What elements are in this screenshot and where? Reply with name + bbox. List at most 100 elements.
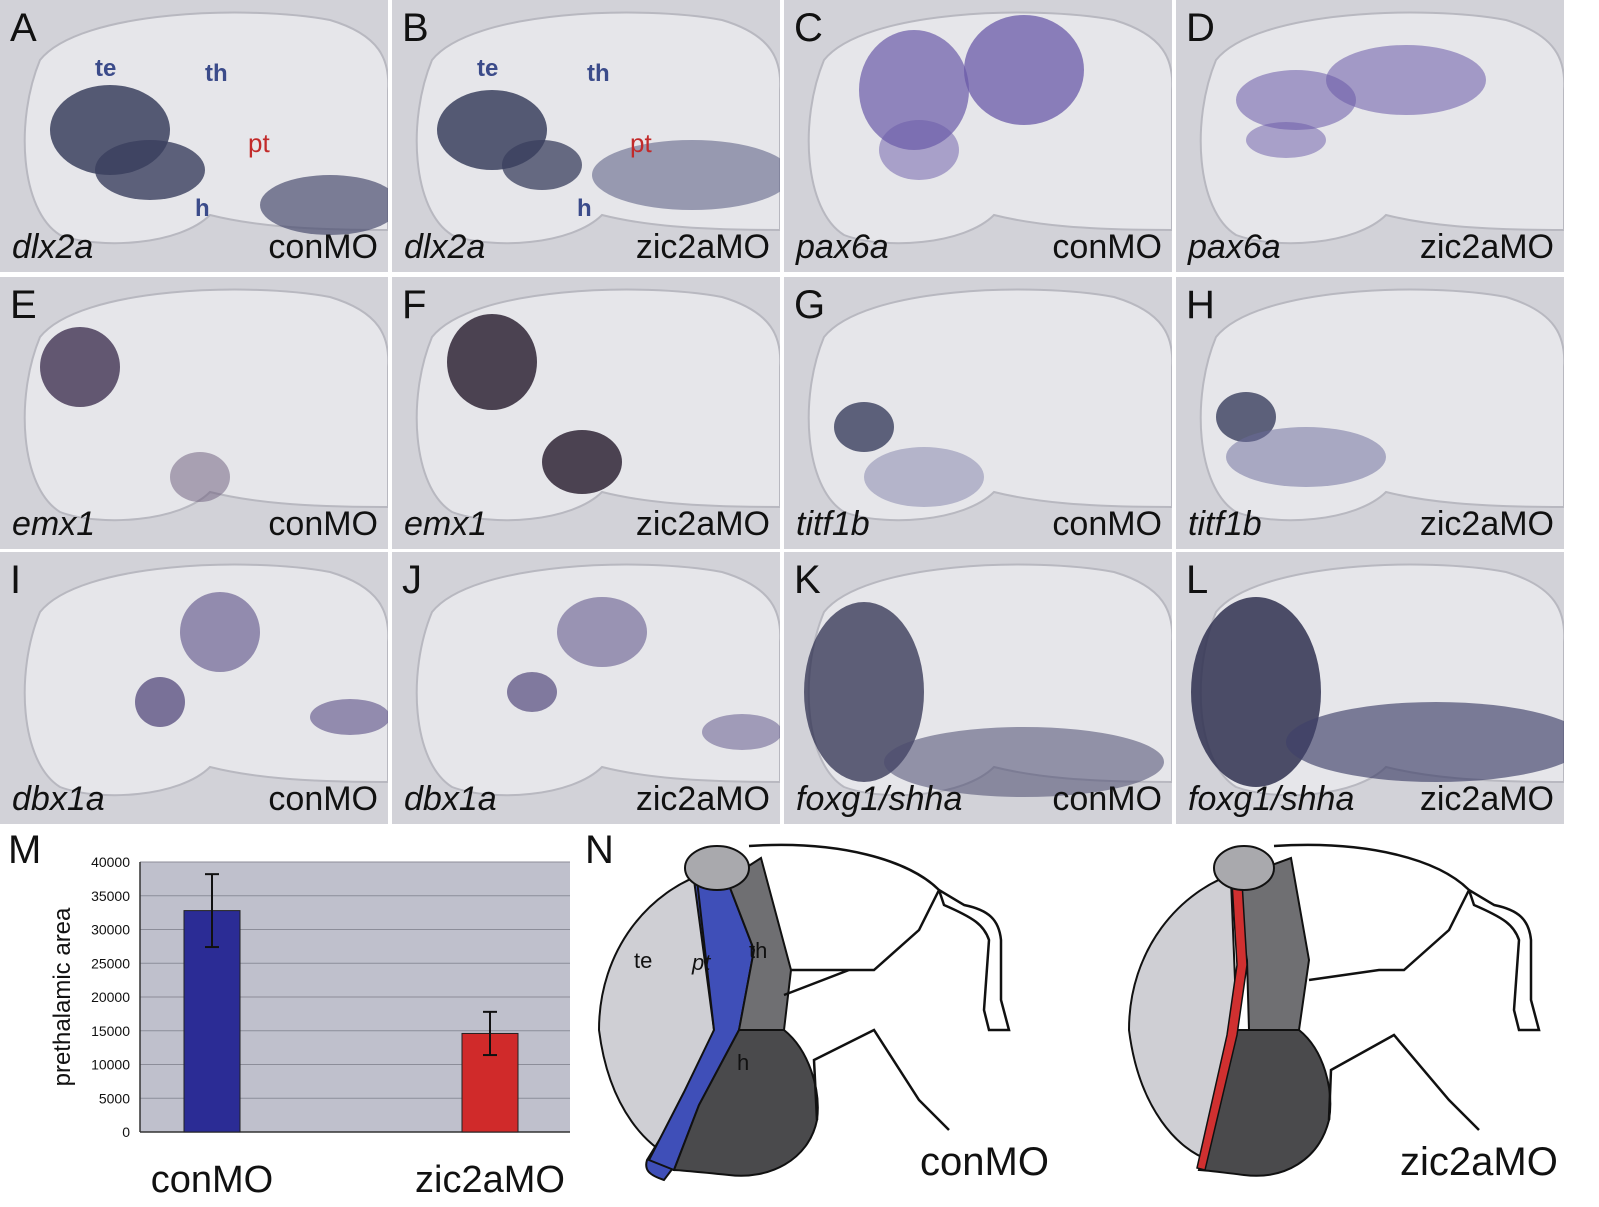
panel-label-n: N: [585, 828, 614, 872]
y-tick-label: 10000: [91, 1057, 130, 1073]
condition-label: conMO: [268, 228, 378, 266]
x-category-label: zic2aMO: [415, 1159, 565, 1201]
stain-region: [180, 592, 260, 672]
micrograph-image: [1191, 563, 1564, 797]
condition-label: conMO: [1052, 505, 1162, 543]
micrograph-image: [1199, 11, 1564, 245]
region-label-te: te: [477, 55, 499, 82]
region-label-h: h: [195, 195, 210, 222]
stain-region: [1216, 392, 1276, 442]
panel-label: E: [10, 283, 37, 327]
region-label-th: th: [587, 60, 610, 87]
condition-label: conMO: [1052, 780, 1162, 818]
gene-label: emx1: [12, 505, 96, 543]
micrograph-image: [415, 563, 780, 797]
micrograph-image: [415, 288, 780, 522]
stain-region: [135, 677, 185, 727]
condition-label: zic2aMO: [635, 780, 770, 818]
stain-region: [507, 672, 557, 712]
micrograph-image: [415, 11, 780, 245]
panel-label: H: [1186, 283, 1215, 327]
gene-label: dlx2a: [12, 228, 94, 266]
stain-region: [864, 447, 984, 507]
stain-region: [1326, 45, 1486, 115]
th-label: th: [749, 938, 767, 963]
te-label: te: [634, 948, 652, 973]
panel-label: B: [402, 6, 429, 50]
micrograph-image: [807, 288, 1172, 522]
stain-region: [447, 314, 537, 410]
schematic-zic2amo: [1127, 843, 1541, 1177]
micrograph-image: [23, 11, 388, 245]
diagram-label-conmo: conMO: [920, 1140, 1049, 1184]
y-tick-label: 25000: [91, 955, 130, 971]
condition-label: conMO: [1052, 228, 1162, 266]
gene-label: foxg1/shha: [796, 780, 963, 818]
panel-label: I: [10, 558, 22, 602]
micrograph-image: [23, 563, 388, 797]
stain-region: [260, 175, 388, 235]
stain-region: [502, 140, 582, 190]
pt-label: pt: [691, 950, 711, 975]
micrograph-image: [807, 11, 1172, 245]
condition-label: conMO: [268, 505, 378, 543]
stain-region: [804, 602, 924, 782]
y-tick-label: 15000: [91, 1023, 130, 1039]
panel-label: C: [794, 6, 823, 50]
y-tick-label: 5000: [99, 1090, 130, 1106]
panel-label: F: [402, 283, 427, 327]
stain-region: [40, 327, 120, 407]
stain-region: [702, 714, 780, 750]
gene-label: foxg1/shha: [1188, 780, 1355, 818]
panel-label: J: [402, 558, 422, 602]
gene-label: pax6a: [796, 228, 889, 266]
panel-label-m: M: [8, 828, 42, 872]
region-label-th: th: [205, 60, 228, 87]
micrograph-image: [1199, 288, 1564, 522]
pt-region: [1196, 881, 1248, 1171]
panel-label: D: [1186, 6, 1215, 50]
gene-label: dbx1a: [12, 780, 105, 818]
gene-label: dlx2a: [404, 228, 486, 266]
brain-schematic: te pt th h: [597, 843, 1541, 1182]
gene-label: pax6a: [1188, 228, 1281, 266]
micrograph-image: [804, 563, 1172, 797]
embryo-outline: [415, 563, 780, 797]
top-region: [684, 845, 750, 891]
stain-region: [884, 727, 1164, 797]
gene-label: titf1b: [796, 505, 870, 543]
panel-label: K: [794, 558, 821, 602]
stain-region: [1246, 122, 1326, 158]
panel-label: A: [10, 6, 37, 50]
schematic-conmo: te pt th h: [597, 843, 1011, 1182]
prethalamic-area-chart: 0500010000150002000025000300003500040000…: [49, 854, 570, 1201]
stain-region: [964, 15, 1084, 125]
outline: [748, 843, 1011, 1131]
outline: [1273, 843, 1541, 1131]
condition-label: zic2aMO: [635, 228, 770, 266]
embryo-outline: [23, 563, 388, 797]
stain-region: [1226, 427, 1386, 487]
y-tick-label: 0: [122, 1124, 130, 1140]
h-region: [1197, 1029, 1332, 1177]
stain-region: [834, 402, 894, 452]
gene-label: titf1b: [1188, 505, 1262, 543]
y-tick-label: 40000: [91, 854, 130, 870]
condition-label: conMO: [268, 780, 378, 818]
region-label-h: h: [577, 195, 592, 222]
embryo-outline: [23, 288, 388, 522]
stain-region: [592, 140, 780, 210]
diagram-label-zic2amo: zic2aMO: [1400, 1140, 1558, 1184]
y-tick-label: 20000: [91, 989, 130, 1005]
region-label-te: te: [95, 55, 117, 82]
h-label: h: [737, 1050, 749, 1075]
